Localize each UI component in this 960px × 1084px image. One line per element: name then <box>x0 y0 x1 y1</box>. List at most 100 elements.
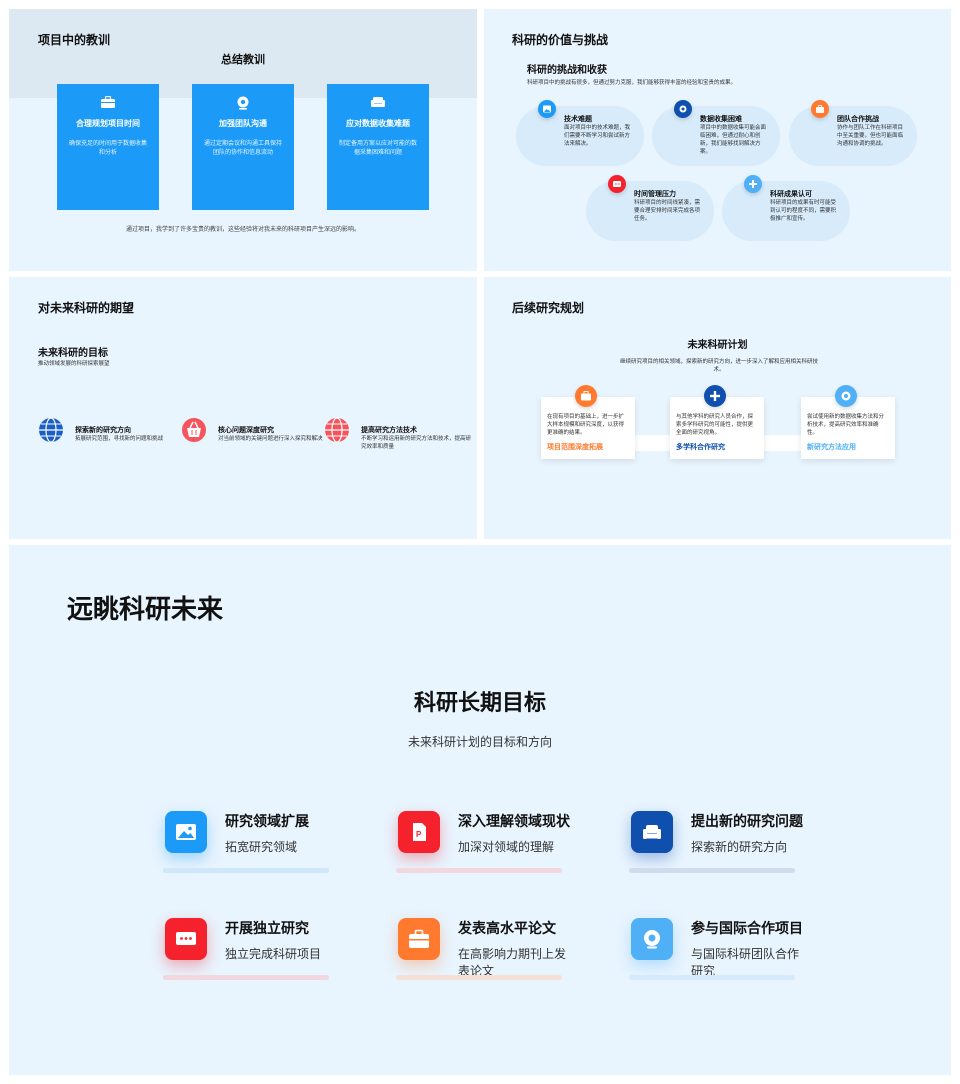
lesson-card: 合理规划项目时间 确保充足的时间用于数据收集和分析 <box>57 84 159 210</box>
chat-icon <box>608 175 626 193</box>
challenge-item: 科研成果认可 科研项目的成果有时可能受到认可的程度不同，需要积极推广和宣传。 <box>722 175 850 241</box>
goal-desc: 探索新的研究方向 <box>691 840 788 854</box>
slide-title: 对未来科研的期望 <box>38 301 135 315</box>
goal-title: 提出新的研究问题 <box>691 814 803 830</box>
challenge-desc: 项目中的数据收集可能会面临困难，但通过耐心和创新，我们能够找到解决方案。 <box>700 125 767 155</box>
plus-icon <box>704 385 726 407</box>
slide-long-term-goals: 远眺科研未来 科研长期目标 未来科研计划的目标和方向 研究领域扩展 拓宽研究领域… <box>9 545 951 1075</box>
goal-title: 提高研究方法技术 <box>361 426 417 434</box>
goal-desc: 独立完成科研项目 <box>225 947 322 961</box>
challenge-title: 团队合作挑战 <box>837 115 879 123</box>
goal-item: 提高研究方法技术 不断学习和运用新的研究方法和技术，提高研究效率和质量 <box>324 415 471 455</box>
target-icon <box>674 100 692 118</box>
challenge-item: 时间管理压力 科研项目的时间线紧凑，需要合理安排时间来完成各项任务。 <box>586 175 714 241</box>
plan-label: 新研究方法应用 <box>807 443 856 451</box>
card-desc: 制定备用方案以应对可能的数据采集困难和问题 <box>338 140 417 156</box>
card-desc: 确保充足的时间用于数据收集和分析 <box>68 140 147 156</box>
globe-icon <box>325 417 349 443</box>
goal-title: 探索新的研究方向 <box>75 426 131 434</box>
plan-card: 与其他学科的研究人员合作，探索多学科研究的可能性，提供更全面的研究视角。 多学科… <box>670 385 764 459</box>
slide-value-challenges: 科研的价值与挑战 科研的挑战和收获 科研项目中的挑战有很多，但通过努力克服，我们… <box>484 9 951 271</box>
goal-desc: 加深对领域的理解 <box>458 840 555 854</box>
goal-title: 开展独立研究 <box>225 921 309 937</box>
plan-card: 尝试使用新的数据收集方法和分析技术，提高研究效率和准确性。 新研究方法应用 <box>801 385 895 459</box>
section-intro: 未来科研计划的目标和方向 <box>407 735 552 749</box>
slide-title: 科研的价值与挑战 <box>512 33 609 47</box>
card-title: 加强团队沟通 <box>219 119 267 128</box>
couch-icon <box>631 811 673 853</box>
basket-icon <box>182 418 206 442</box>
goal-title: 发表高水平论文 <box>458 921 556 937</box>
challenge-desc: 面对项目中的技术难题，我们需要不断学习和尝试新方法来解决。 <box>564 125 631 147</box>
challenge-title: 时间管理压力 <box>634 190 676 198</box>
chat-icon <box>165 918 207 960</box>
location-icon <box>237 96 249 110</box>
slide-title: 后续研究规划 <box>512 301 585 315</box>
svg-text:P: P <box>416 830 422 839</box>
goal-desc: 在高影响力期刊上发表论文 <box>458 947 567 979</box>
section-subtitle: 未来科研的目标 <box>38 348 108 359</box>
long-term-goal: 参与国际合作项目 与国际科研团队合作研究 <box>629 918 859 998</box>
card-title: 应对数据收集难题 <box>346 119 410 128</box>
plus-icon <box>744 175 762 193</box>
lesson-card: 应对数据收集难题 制定备用方案以应对可能的数据采集困难和问题 <box>327 84 429 210</box>
image-icon <box>165 811 207 853</box>
image-icon <box>538 100 556 118</box>
goal-underline <box>163 868 329 873</box>
long-term-goal: 开展独立研究 独立完成科研项目 <box>163 918 393 998</box>
long-term-goal: 研究领域扩展 拓宽研究领域 <box>163 811 393 891</box>
plan-label: 项目范围深度拓展 <box>547 443 603 451</box>
challenge-desc: 科研项目的时间线紧凑，需要合理安排时间来完成各项任务。 <box>634 200 701 222</box>
goal-desc: 对当前领域的关键问题进行深入探究和解决 <box>218 436 323 442</box>
challenge-title: 科研成果认可 <box>770 190 812 198</box>
plan-desc: 在现有项目的基础上，进一步扩大样本规模和研究深度，以获得更准确的结果。 <box>547 414 625 436</box>
challenge-title: 数据收集困难 <box>700 115 742 123</box>
goal-desc: 不断学习和运用新的研究方法和技术，提高研究效率和质量 <box>361 436 472 450</box>
slide-title: 项目中的教训 <box>38 33 111 47</box>
section-subtitle: 未来科研计划 <box>687 340 748 351</box>
goal-underline <box>396 868 562 873</box>
goal-desc: 拓展研究范围，寻找新的问题和挑战 <box>75 436 164 442</box>
section-intro: 继续研究项目的相关领域，探索新的研究方向，进一步深入了解和应用相关科研技术。 <box>619 359 818 373</box>
briefcase-icon <box>398 918 440 960</box>
long-term-goal: P 深入理解领域现状 加深对领域的理解 <box>396 811 626 891</box>
goal-item: 探索新的研究方向 拓展研究范围，寻找新的问题和挑战 <box>38 415 178 455</box>
goal-title: 研究领域扩展 <box>225 814 309 830</box>
section-subtitle: 科研的挑战和收获 <box>527 65 607 76</box>
goal-title: 深入理解领域现状 <box>458 814 570 830</box>
globe-icon <box>39 417 63 443</box>
card-title: 合理规划项目时间 <box>76 119 140 128</box>
section-intro: 推动领域发展的科研探索展望 <box>38 361 110 367</box>
document-icon: P <box>398 811 440 853</box>
section-intro: 科研项目中的挑战有很多，但通过努力克服，我们能够获得丰富的经验和宝贵的成果。 <box>527 80 737 86</box>
section-subtitle: 总结教训 <box>221 53 265 66</box>
header-band <box>9 9 477 98</box>
slide-title: 远眺科研未来 <box>67 595 224 625</box>
challenge-item: 团队合作挑战 协作与团队工作在科研项目中至关重要，但也可能面临沟通和协调的挑战。 <box>789 100 917 166</box>
goal-underline <box>629 868 795 873</box>
briefcase-icon <box>101 96 115 108</box>
briefcase-icon <box>811 100 829 118</box>
section-subtitle: 科研长期目标 <box>413 691 546 716</box>
lesson-card: 加强团队沟通 通过定期会议和沟通工具保持团队的协作和信息流动 <box>192 84 294 210</box>
goal-underline <box>396 975 562 980</box>
goal-title: 参与国际合作项目 <box>691 921 803 937</box>
target-icon <box>631 918 673 960</box>
slide-follow-up-plan: 后续研究规划 未来科研计划 继续研究项目的相关领域，探索新的研究方向，进一步深入… <box>484 277 951 539</box>
goal-desc: 拓宽研究领域 <box>225 840 298 854</box>
plan-desc: 尝试使用新的数据收集方法和分析技术，提高研究效率和准确性。 <box>807 414 885 436</box>
challenge-item: 数据收集困难 项目中的数据收集可能会面临困难，但通过耐心和创新，我们能够找到解决… <box>652 100 780 166</box>
target-icon <box>835 385 857 407</box>
connector <box>634 435 670 451</box>
goal-title: 核心问题深度研究 <box>218 426 274 434</box>
challenge-item: 技术难题 面对项目中的技术难题，我们需要不断学习和尝试新方法来解决。 <box>516 100 644 166</box>
plan-label: 多学科合作研究 <box>676 443 725 451</box>
goal-underline <box>163 975 329 980</box>
slide-future-expectations: 对未来科研的期望 未来科研的目标 推动领域发展的科研探索展望 探索新的研究方向 … <box>9 277 477 539</box>
long-term-goal: 发表高水平论文 在高影响力期刊上发表论文 <box>396 918 626 998</box>
card-desc: 通过定期会议和沟通工具保持团队的协作和信息流动 <box>203 140 282 156</box>
long-term-goal: 提出新的研究问题 探索新的研究方向 <box>629 811 859 891</box>
plan-desc: 与其他学科的研究人员合作，探索多学科研究的可能性，提供更全面的研究视角。 <box>676 414 754 436</box>
challenge-title: 技术难题 <box>564 115 592 123</box>
goal-desc: 与国际科研团队合作研究 <box>691 947 800 979</box>
